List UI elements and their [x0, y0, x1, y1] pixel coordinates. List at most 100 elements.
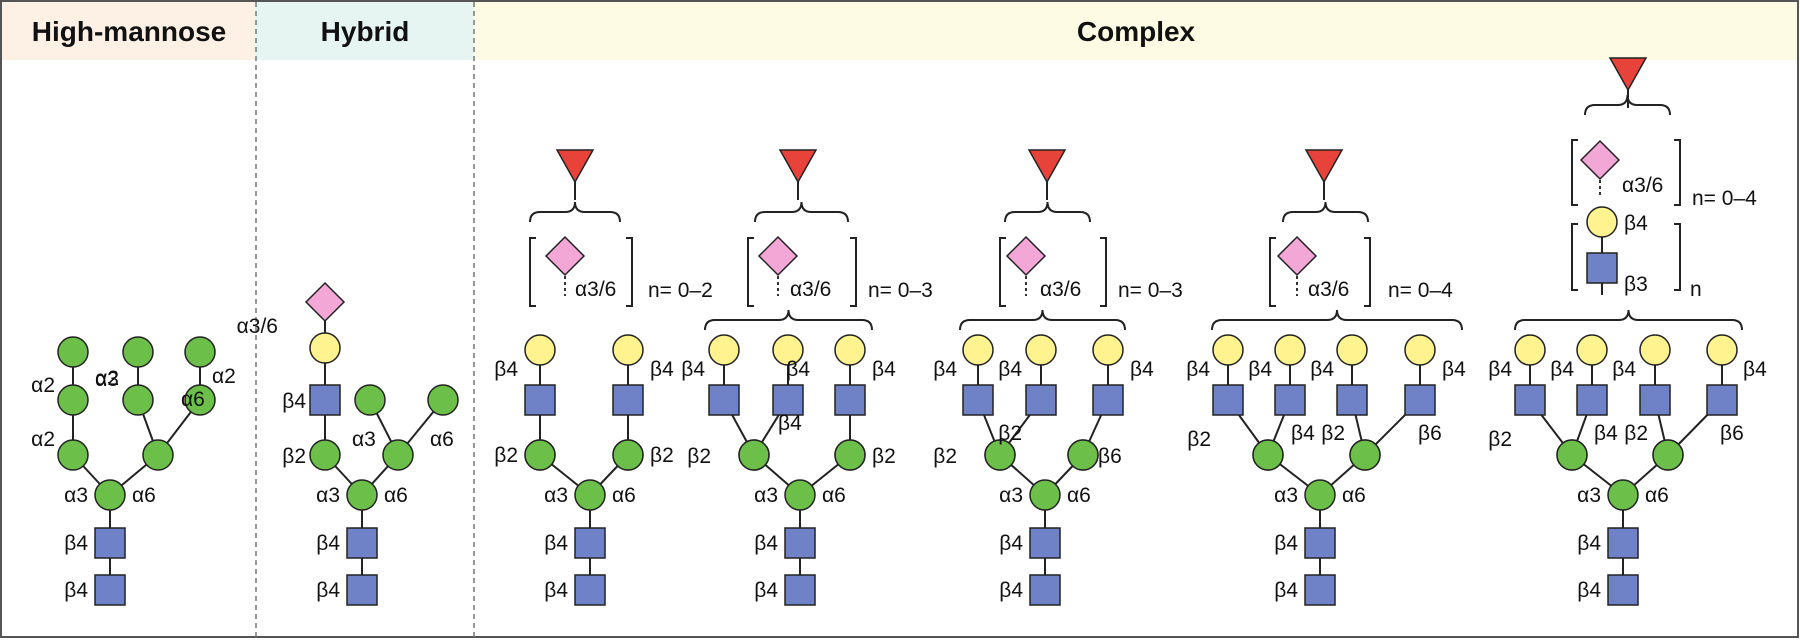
brace-layer: [529, 94, 1743, 331]
linkage-label: β4: [64, 579, 88, 602]
fucose-triangle-icon: [1304, 149, 1344, 184]
linkage-label: α2: [31, 374, 55, 397]
linkage-label: α3/6: [1622, 174, 1663, 197]
galactose-circle-icon: [1639, 334, 1671, 366]
repeat-label: n= 0–4: [1388, 279, 1453, 302]
linkage-label: α3: [352, 428, 376, 451]
galactose-circle-icon: [524, 334, 556, 366]
glcnac-square-icon: [574, 574, 606, 606]
mannose-circle-icon: [94, 479, 126, 511]
linkage-label: α2: [31, 428, 55, 451]
linkage-label: β4: [1577, 579, 1601, 602]
mannose-circle-icon: [309, 439, 341, 471]
repeat-bracket: [1674, 139, 1681, 206]
linkage-label: β4: [754, 579, 778, 602]
linkage-label: β4: [316, 532, 340, 555]
glcnac-square-icon: [94, 527, 126, 559]
mannose-circle-icon: [1252, 439, 1284, 471]
linkage-label: β6: [1418, 422, 1442, 445]
linkage-label: α6: [430, 428, 454, 451]
linkage-label: β3: [1624, 273, 1648, 296]
galactose-circle-icon: [708, 334, 740, 366]
repeat-label: n= 0–3: [1118, 279, 1183, 302]
linkage-label: α3/6: [575, 278, 616, 301]
repeat-bracket: [1571, 139, 1578, 206]
galactose-circle-icon: [309, 332, 341, 364]
glcnac-square-icon: [784, 527, 816, 559]
mannose-circle-icon: [354, 384, 386, 416]
repeat-bracket: [529, 237, 536, 307]
linkage-label: β4: [1186, 358, 1210, 381]
mannose-circle-icon: [427, 384, 459, 416]
linkage-label: β4: [544, 579, 568, 602]
curly-brace: [959, 309, 1126, 331]
sialic-acid-diamond-icon: [757, 235, 799, 277]
fucose-triangle-icon: [1027, 149, 1067, 184]
galactose-circle-icon: [1025, 334, 1057, 366]
mannose-circle-icon: [346, 479, 378, 511]
repeat-bracket: [1674, 223, 1681, 291]
mannose-circle-icon: [57, 439, 89, 471]
galactose-circle-icon: [962, 334, 994, 366]
linkage-label: β4: [933, 358, 957, 381]
galactose-circle-icon: [1336, 334, 1368, 366]
linkage-label: β4: [1488, 358, 1512, 381]
repeat-bracket: [999, 237, 1006, 307]
linkage-label: β4: [650, 358, 674, 381]
mannose-circle-icon: [382, 439, 414, 471]
glcnac-square-icon: [1274, 384, 1306, 416]
linkage-label: β4: [1612, 358, 1636, 381]
glcnac-square-icon: [1304, 527, 1336, 559]
linkage-label: α2: [212, 365, 236, 388]
glcnac-square-icon: [346, 527, 378, 559]
curly-brace: [1282, 201, 1369, 223]
linkage-label: α3/6: [790, 278, 831, 301]
linkage-label: β2: [1488, 428, 1512, 451]
glcnac-square-icon: [772, 384, 804, 416]
repeat-bracket: [1100, 237, 1107, 307]
linkage-label: β2: [282, 445, 306, 468]
curly-brace: [1584, 94, 1671, 116]
mannose-circle-icon: [834, 439, 866, 471]
mannose-circle-icon: [524, 439, 556, 471]
linkage-label: β2: [998, 422, 1022, 445]
sialic-acid-diamond-icon: [304, 281, 346, 323]
repeat-label: n= 0–3: [868, 279, 933, 302]
linkage-label: β4: [999, 532, 1023, 555]
galactose-circle-icon: [1212, 334, 1244, 366]
mannose-circle-icon: [184, 384, 216, 416]
linkage-label: β4: [1743, 358, 1767, 381]
linkage-label: β4: [1577, 532, 1601, 555]
glcnac-square-icon: [708, 384, 740, 416]
glcnac-square-icon: [1304, 574, 1336, 606]
linkage-label: β2: [1321, 422, 1345, 445]
linkage-label: β4: [1442, 358, 1466, 381]
repeat-bracket: [626, 237, 633, 307]
galactose-circle-icon: [612, 334, 644, 366]
curly-brace: [529, 201, 621, 223]
glcnac-square-icon: [1607, 527, 1639, 559]
repeat-bracket: [850, 237, 857, 307]
mannose-circle-icon: [1652, 439, 1684, 471]
galactose-circle-icon: [1274, 334, 1306, 366]
curly-brace: [1004, 201, 1091, 223]
mannose-circle-icon: [574, 479, 606, 511]
glcnac-square-icon: [1706, 384, 1738, 416]
galactose-circle-icon: [834, 334, 866, 366]
linkage-label: β4: [1248, 358, 1272, 381]
glcnac-square-icon: [1029, 527, 1061, 559]
curly-brace: [1514, 309, 1743, 331]
mannose-circle-icon: [1029, 479, 1061, 511]
linkage-label: α3/6: [1040, 278, 1081, 301]
sialic-acid-diamond-icon: [1005, 235, 1047, 277]
mannose-circle-icon: [784, 479, 816, 511]
linkage-label: β6: [1098, 445, 1122, 468]
glcnac-square-icon: [784, 574, 816, 606]
glcnac-square-icon: [1639, 384, 1671, 416]
linkage-label: β4: [1594, 422, 1618, 445]
linkage-label: α6: [181, 388, 205, 411]
fucose-triangle-icon: [778, 149, 818, 184]
